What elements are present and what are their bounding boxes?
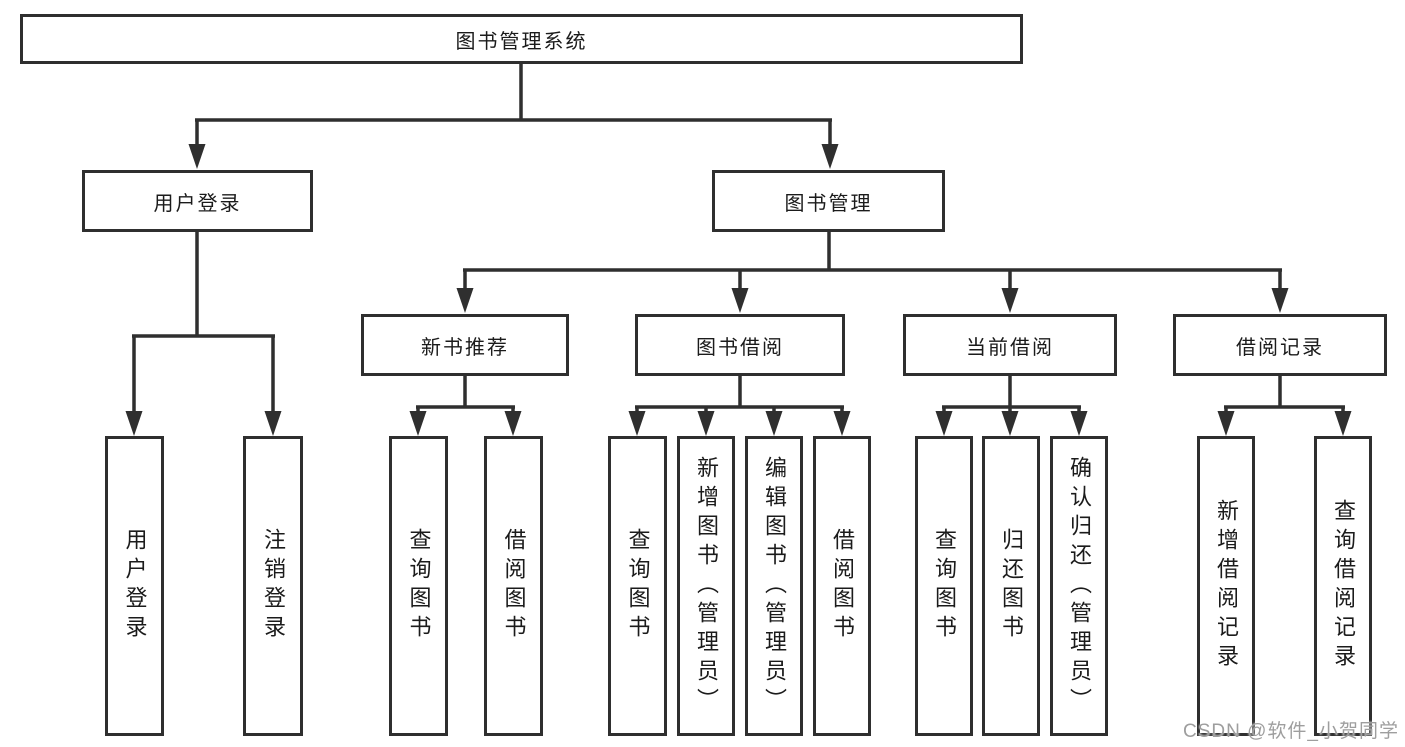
node-book-borrowing: 图书借阅 <box>635 314 845 376</box>
connector-root-to-level2 <box>188 64 839 169</box>
leaf-edit-books-admin: 编辑图书（管理员） <box>745 436 803 736</box>
leaf-add-books-admin: 新增图书（管理员） <box>677 436 735 736</box>
csdn-watermark: CSDN @软件_小贺同学 <box>1183 721 1399 742</box>
node-current-borrowing: 当前借阅 <box>903 314 1117 376</box>
connector-borrowing-records <box>1217 376 1352 436</box>
connector-book-borrowing <box>628 376 851 436</box>
leaf-query-books-1: 查询图书 <box>389 436 448 736</box>
leaf-borrow-books-1: 借阅图书 <box>484 436 543 736</box>
leaf-query-books-3: 查询图书 <box>915 436 973 736</box>
connector-new-book-recommend <box>409 376 522 436</box>
node-book-management-system: 图书管理系统 <box>20 14 1023 64</box>
leaf-query-borrow-record: 查询借阅记录 <box>1314 436 1372 736</box>
node-borrowing-records: 借阅记录 <box>1173 314 1387 376</box>
connector-current-borrowing <box>935 376 1088 436</box>
leaf-user-login: 用户登录 <box>105 436 164 736</box>
connector-user-login <box>125 232 282 436</box>
node-new-book-recommend: 新书推荐 <box>361 314 569 376</box>
node-book-management: 图书管理 <box>712 170 945 232</box>
leaf-logout: 注销登录 <box>243 436 303 736</box>
leaf-borrow-books-2: 借阅图书 <box>813 436 871 736</box>
leaf-return-books: 归还图书 <box>982 436 1040 736</box>
connector-book-management <box>456 232 1289 313</box>
leaf-query-books-2: 查询图书 <box>608 436 667 736</box>
node-user-login: 用户登录 <box>82 170 313 232</box>
leaf-add-borrow-record: 新增借阅记录 <box>1197 436 1255 736</box>
leaf-confirm-return-admin: 确认归还（管理员） <box>1050 436 1108 736</box>
